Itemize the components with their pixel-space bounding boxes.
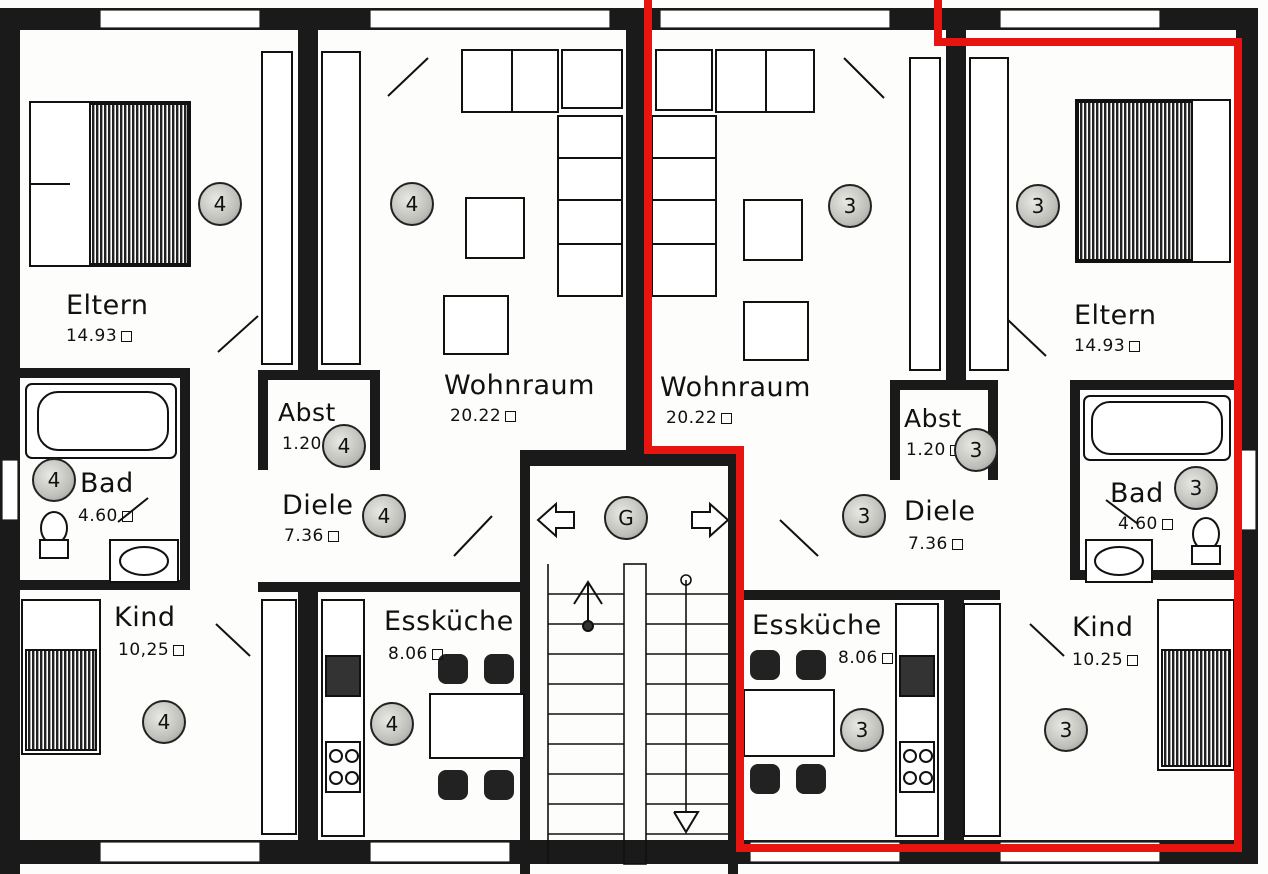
room-label-bad-right: Bad [1110, 478, 1164, 509]
room-label-bad-left: Bad [80, 468, 134, 499]
arrow-right-icon [691, 501, 730, 539]
room-area-bad-right: 4.60 [1118, 516, 1173, 533]
unit-badge-diele-left: 4 [362, 494, 406, 538]
room-label-esskueche-right: Essküche [752, 610, 882, 641]
unit-badge-kind-left: 4 [142, 700, 186, 744]
room-label-wohnraum-left: Wohnraum [444, 370, 595, 401]
room-area-diele-left: 7.36 [284, 528, 339, 545]
room-area-bad-left: 4.60 [78, 508, 133, 525]
room-area-abst-right: 1.20 [906, 442, 961, 459]
room-area-eltern-left: 14.93 [66, 328, 132, 345]
unit-badge-bad-left: 4 [32, 458, 76, 502]
staircase [547, 563, 728, 865]
room-label-eltern-left: Eltern [66, 290, 149, 321]
kitchen-chairs [438, 650, 826, 800]
unit-badge-kind-right: 3 [1044, 708, 1088, 752]
room-label-kind-right: Kind [1072, 612, 1134, 643]
room-label-abst-right: Abst [904, 404, 962, 433]
room-label-esskueche-left: Essküche [384, 606, 514, 637]
room-area-esskueche-left: 8.06 [388, 646, 443, 663]
room-area-kind-left: 10,25 [118, 642, 184, 659]
living-furniture [443, 49, 815, 361]
unit-badge-abst-left: 4 [322, 424, 366, 468]
room-label-diele-right: Diele [904, 496, 976, 527]
unit-badge-abst-right: 3 [954, 428, 998, 472]
room-area-abst-left: 1.20 [282, 436, 337, 453]
bathroom-fixtures [25, 383, 1231, 583]
unit-badge-wohnraum-left: 4 [390, 182, 434, 226]
kitchen-fixtures [321, 599, 939, 837]
room-area-eltern-right: 14.93 [1074, 338, 1140, 355]
room-area-esskueche-right: 8.06 [838, 650, 893, 667]
unit-badge-bad-right: 3 [1174, 466, 1218, 510]
room-label-eltern-right: Eltern [1074, 300, 1157, 331]
room-area-kind-right: 10.25 [1072, 652, 1138, 669]
unit-badge-diele-right: 3 [842, 494, 886, 538]
unit-badge-eltern-right: 3 [1016, 184, 1060, 228]
unit-badge-wohnraum-right: 3 [828, 184, 872, 228]
room-area-wohnraum-right: 20.22 [666, 410, 732, 427]
unit-badge-esskueche-right: 3 [840, 708, 884, 752]
door-swings [117, 57, 1139, 657]
room-area-diele-right: 7.36 [908, 536, 963, 553]
stair-arrow-icon [573, 580, 700, 834]
room-area-wohnraum-left: 20.22 [450, 408, 516, 425]
room-label-wohnraum-right: Wohnraum [660, 372, 811, 403]
wardrobes [261, 51, 1009, 837]
highlighted-apartment-outline [644, 0, 1242, 852]
arrow-left-icon [536, 501, 575, 539]
unit-badge-esskueche-left: 4 [370, 702, 414, 746]
room-label-diele-left: Diele [282, 490, 354, 521]
stairwell-badge: G [604, 496, 648, 540]
room-label-kind-left: Kind [114, 602, 176, 633]
beds [21, 99, 1235, 771]
room-label-abst-left: Abst [278, 398, 336, 427]
unit-badge-eltern-left: 4 [198, 182, 242, 226]
